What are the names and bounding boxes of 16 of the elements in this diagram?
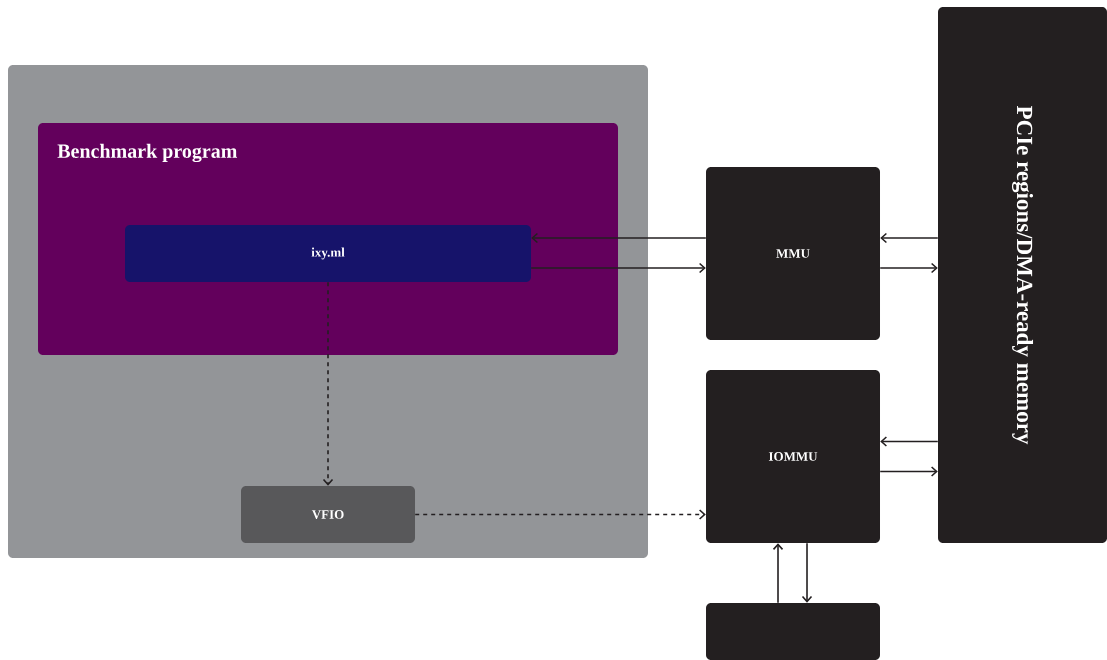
memory-bar: PCIe regions/DMA-ready memory (938, 7, 1107, 543)
arrow (801, 542, 813, 603)
arrow (530, 262, 706, 274)
module-box: VFIO (241, 486, 415, 543)
arrow (879, 262, 938, 274)
arrow (879, 466, 938, 477)
arrow (531, 232, 707, 244)
device-box (706, 603, 880, 660)
arrow (880, 436, 939, 447)
arrow (880, 232, 939, 244)
unit-box: IOMMU (706, 370, 880, 543)
arrow (414, 509, 706, 520)
arrow (772, 543, 784, 604)
unit-box: MMU (706, 167, 880, 340)
arrow (322, 281, 334, 486)
module-box: ixy.ml (125, 225, 531, 282)
